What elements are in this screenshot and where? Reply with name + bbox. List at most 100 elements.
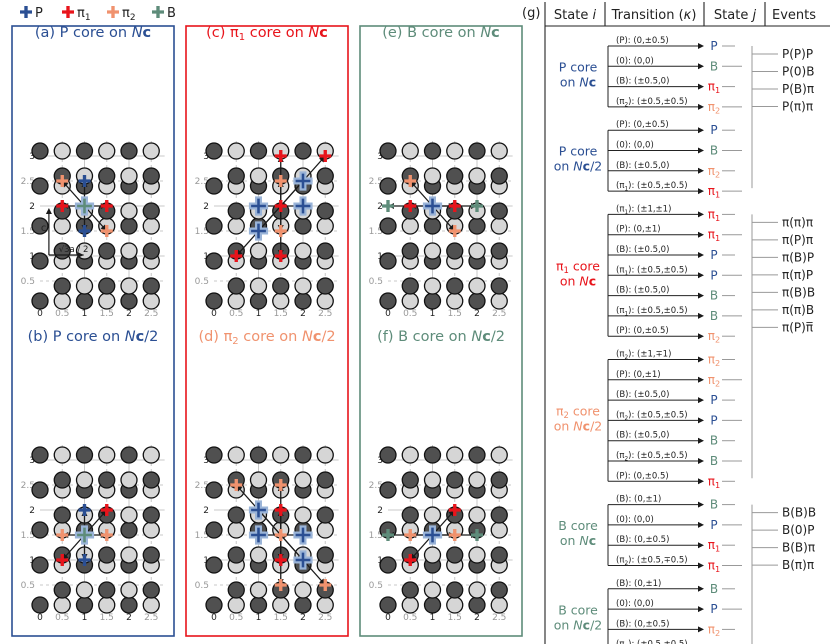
state-j-label: π2​ — [708, 622, 720, 638]
atom-column — [53, 217, 71, 235]
panel-border — [11, 25, 175, 637]
legend-item-pi2: π2 — [107, 6, 136, 23]
text-run: on — [560, 533, 580, 548]
panel-title-part: /2 — [491, 329, 505, 345]
text-run: /2 — [590, 617, 602, 632]
atom-column — [446, 471, 464, 489]
atom-column — [75, 292, 94, 310]
panel-title-part: (a) P core on — [35, 25, 132, 41]
atom-column — [423, 242, 442, 260]
text-run: core — [569, 258, 600, 273]
x-tick-label: 0.5 — [55, 613, 69, 623]
target-marker — [248, 196, 269, 216]
atom-column — [249, 167, 268, 185]
atom-column — [227, 217, 245, 235]
pi2-site-marker — [100, 529, 113, 541]
atom-column — [142, 292, 160, 310]
pi2-site-marker — [56, 175, 69, 187]
text-run: ( — [616, 640, 619, 644]
atom-column — [75, 277, 94, 295]
text-run: (B): (±0.5,0) — [616, 286, 669, 296]
event-label: P(0)B — [782, 65, 814, 79]
atom-column — [249, 142, 268, 160]
transition-label: (π2​): (±0.5,∓0.5) — [616, 556, 688, 568]
x-tick-label: 0.5 — [229, 613, 243, 623]
atom-column — [98, 471, 116, 489]
transition-label: (π2​): (±0.5,±0.5) — [616, 451, 688, 463]
state-j-label: B — [710, 59, 718, 73]
x-tick-label: 1 — [430, 613, 436, 623]
panel-title-part: c — [491, 25, 500, 41]
atom-column — [98, 596, 116, 614]
text-run: P — [710, 602, 717, 616]
column-header-text: ) — [691, 8, 696, 23]
state-i-label: P core — [559, 144, 598, 159]
atom-column — [227, 581, 245, 599]
y-tick-label: 1 — [203, 556, 209, 566]
transition-label: (P): (0,±0.5) — [616, 326, 669, 336]
text-run: N — [573, 418, 583, 433]
state-i-label: on Nc/2 — [554, 617, 603, 632]
text-run: ): (±0.5,±0.5) — [628, 451, 688, 461]
x-tick-label: 0 — [37, 613, 43, 623]
atom-column — [423, 506, 442, 524]
text-run: π — [708, 559, 715, 573]
y-tick-label: 2 — [203, 202, 209, 212]
pi1-site-marker — [319, 150, 332, 162]
atom-column — [205, 556, 223, 574]
pi2-site-marker — [274, 479, 287, 491]
legend-label: B — [167, 6, 176, 21]
pi2-site-marker — [274, 225, 287, 237]
atom-column — [446, 277, 464, 295]
text-run: c — [583, 159, 590, 174]
transition-label: (B): (±0.5,0) — [616, 286, 669, 296]
y-tick-label: 1.5 — [21, 227, 35, 237]
y-tick-label: 3 — [203, 152, 209, 162]
text-run: 1 — [715, 544, 720, 554]
panel-title-part: (e) B core on — [382, 25, 480, 41]
column-header-italic: j — [750, 8, 756, 23]
panel-title-part: N — [308, 25, 319, 41]
event-label: π(π)π — [782, 215, 813, 229]
panel-border — [185, 25, 349, 637]
panel-title-part: N — [125, 329, 136, 345]
atom-column — [120, 217, 138, 235]
text-run: 1 — [624, 187, 628, 193]
atom-column — [468, 292, 486, 310]
text-run: 2 — [715, 169, 720, 179]
B-site-marker — [471, 529, 483, 541]
atom-column — [249, 581, 268, 599]
text-run: on — [560, 273, 580, 288]
y-tick-label: 0.5 — [195, 277, 209, 287]
text-run: (0): (0,0) — [616, 56, 654, 66]
x-tick-label: 2 — [126, 309, 132, 319]
x-tick-label: 0 — [385, 309, 391, 319]
panel-title-part: N — [471, 329, 482, 345]
atom-column — [294, 506, 312, 524]
arrowhead — [698, 147, 704, 154]
event-label: B(B)B — [782, 506, 816, 520]
x-tick-label: 1 — [256, 613, 262, 623]
column-header-italic: κ — [684, 8, 692, 23]
y-tick-label: 2 — [29, 506, 35, 516]
event-label: P(P)P — [782, 47, 813, 61]
legend-label-sub: 2 — [130, 13, 136, 23]
x-tick-label: 2 — [474, 613, 480, 623]
atom-column — [401, 217, 419, 235]
event-label: π(B)B — [782, 285, 815, 299]
y-tick-label: 0.5 — [369, 581, 383, 591]
atom-column — [142, 506, 160, 524]
arrowhead — [698, 43, 704, 49]
atom-column — [142, 521, 160, 539]
text-run: ( — [616, 556, 619, 566]
state-i-label: on Nc — [560, 74, 596, 89]
atom-column — [490, 142, 508, 160]
atom-column — [401, 596, 419, 614]
atom-column — [423, 546, 442, 564]
atom-column — [294, 596, 312, 614]
legend-label-text: π — [77, 6, 85, 21]
transition-label: (π1​): (±1,±1) — [616, 204, 671, 216]
y-tick-label: 3 — [29, 152, 35, 162]
atom-column — [401, 581, 419, 599]
atom-column — [446, 292, 464, 310]
